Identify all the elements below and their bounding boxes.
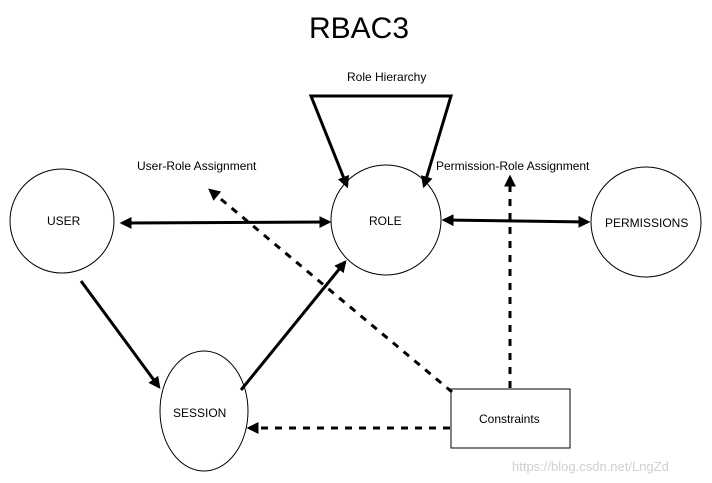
constraints-node-label: Constraints (479, 412, 540, 426)
user-role-assignment-label: User-Role Assignment (137, 159, 257, 173)
user-session-arrow (79, 280, 161, 389)
session-node (159, 350, 249, 472)
diagram-title: RBAC3 (309, 12, 410, 45)
permissions-node (590, 166, 702, 278)
constraints-user-role-assignment-arrow (208, 188, 453, 394)
permissions-node-label: PERMISSIONS (605, 216, 689, 230)
role-hierarchy-label: Role Hierarchy (347, 70, 427, 84)
watermark-url: https://blog.csdn.net/LngZd (512, 459, 669, 474)
session-role-arrow (239, 260, 347, 391)
role-hierarchy-loop (308, 94, 454, 189)
user-role-arrow (119, 216, 332, 229)
permission-role-assignment-label: Permission-Role Assignment (436, 159, 590, 173)
constraints-node (450, 388, 571, 449)
session-node-label: SESSION (173, 406, 227, 420)
role-node-label: ROLE (369, 214, 402, 228)
role-permissions-arrow (441, 214, 591, 228)
user-node (9, 168, 115, 274)
user-node-label: USER (47, 214, 81, 228)
